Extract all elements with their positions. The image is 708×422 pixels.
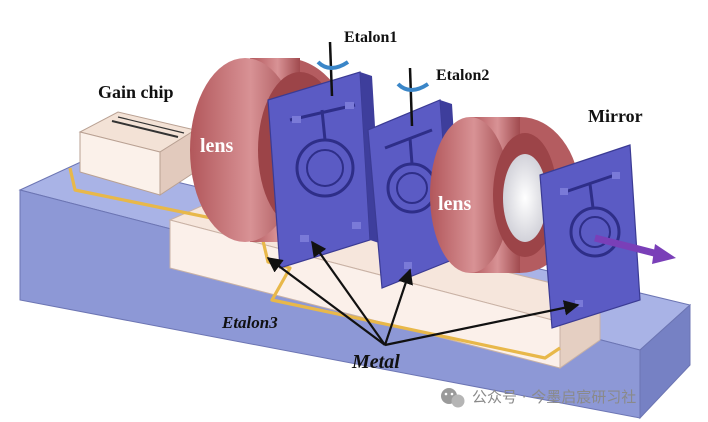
metal-label: Metal: [351, 351, 400, 373]
lens-left-label: lens: [200, 135, 234, 157]
etalon2-label: Etalon2: [436, 67, 489, 84]
etalon1-label: Etalon1: [344, 29, 397, 46]
etalon2-rotation-icon: [398, 84, 428, 90]
etalon3-label: Etalon3: [221, 313, 278, 332]
watermark: 公众号 · 今墨启宸研习社: [441, 388, 636, 408]
gain-chip-label: Gain chip: [98, 82, 174, 102]
watermark-text: 公众号 · 今墨启宸研习社: [472, 388, 636, 406]
etalon1-rotation-icon: [318, 62, 348, 68]
etalon1-plate: [268, 72, 382, 268]
mirror-plate: [540, 145, 640, 328]
mirror-label: Mirror: [588, 106, 643, 126]
wechat-icon: [441, 388, 465, 408]
lens-right-label: lens: [438, 193, 472, 215]
